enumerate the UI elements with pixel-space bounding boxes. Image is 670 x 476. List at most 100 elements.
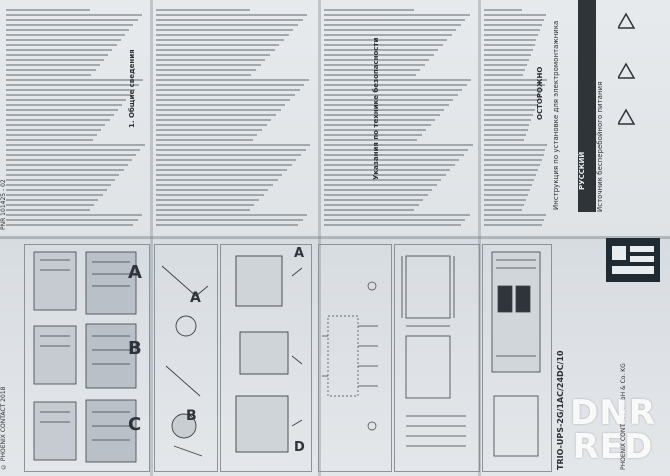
text-line xyxy=(324,189,432,191)
text-line xyxy=(324,184,437,186)
text-line xyxy=(156,104,286,106)
watermark-line: RED xyxy=(572,427,654,467)
text-line xyxy=(484,124,530,126)
text-line xyxy=(6,194,103,196)
text-line xyxy=(156,9,250,11)
document-code: PNR 101425 - 02 xyxy=(0,179,7,230)
text-line xyxy=(484,69,525,71)
text-column xyxy=(484,6,548,232)
text-line xyxy=(484,199,527,201)
text-line xyxy=(484,104,538,106)
text-line xyxy=(484,214,547,216)
text-line xyxy=(156,154,302,156)
text-line xyxy=(484,24,543,26)
text-line xyxy=(484,184,532,186)
text-line xyxy=(156,149,306,151)
text-line xyxy=(324,49,438,51)
language-band: РУССКИЙ xyxy=(578,0,596,212)
text-line xyxy=(156,209,250,211)
text-line xyxy=(324,9,414,11)
vertical-fold-line xyxy=(478,0,481,476)
text-line xyxy=(484,14,547,16)
text-line xyxy=(324,164,455,166)
text-column xyxy=(324,6,474,232)
text-line xyxy=(6,34,125,36)
text-line xyxy=(324,154,464,156)
text-line xyxy=(324,129,426,131)
text-line xyxy=(324,29,456,31)
text-line xyxy=(484,39,537,41)
text-line xyxy=(156,174,283,176)
text-line xyxy=(324,199,423,201)
vertical-fold-line xyxy=(150,0,153,476)
text-line xyxy=(484,159,542,161)
text-line xyxy=(324,194,428,196)
figure-label: A xyxy=(190,290,201,306)
text-line xyxy=(484,64,527,66)
text-line xyxy=(6,154,137,156)
text-line xyxy=(484,194,529,196)
text-line xyxy=(156,79,309,81)
figure-label: A xyxy=(128,262,142,283)
text-line xyxy=(324,24,461,26)
text-line xyxy=(324,149,468,151)
text-line xyxy=(6,144,145,146)
text-line xyxy=(6,49,113,51)
text-line xyxy=(484,119,532,121)
text-line xyxy=(484,174,536,176)
text-line xyxy=(484,9,523,11)
text-line xyxy=(156,89,300,91)
text-line xyxy=(484,19,545,21)
text-line xyxy=(484,44,535,46)
copyright-text: © PHOENIX CONTACT 2018 xyxy=(0,386,7,470)
text-line xyxy=(6,14,142,16)
text-line xyxy=(6,224,134,226)
text-line xyxy=(324,124,431,126)
text-line xyxy=(6,9,90,11)
text-line xyxy=(6,189,107,191)
text-line xyxy=(6,159,132,161)
mounting-drawings xyxy=(161,265,209,457)
text-line xyxy=(6,99,127,101)
text-line xyxy=(484,99,540,101)
section-title-general: 1. Общие сведения xyxy=(128,49,136,128)
text-line xyxy=(484,94,541,96)
text-line xyxy=(324,19,465,21)
text-line xyxy=(156,134,258,136)
text-line xyxy=(156,164,292,166)
text-line xyxy=(156,54,270,56)
text-line xyxy=(156,169,288,171)
figure-label: D xyxy=(294,440,305,455)
text-line xyxy=(484,224,543,226)
text-line xyxy=(324,89,462,91)
text-line xyxy=(324,59,429,61)
text-line xyxy=(324,174,446,176)
section-title-warning: ОСТОРОЖНО xyxy=(536,66,544,120)
text-line xyxy=(156,94,295,96)
text-line xyxy=(6,69,96,71)
text-line xyxy=(484,114,534,116)
figure-label: C xyxy=(128,414,142,435)
text-line xyxy=(156,219,303,221)
text-line xyxy=(324,94,458,96)
text-line xyxy=(484,149,546,151)
text-line xyxy=(156,139,253,141)
text-line xyxy=(156,44,280,46)
text-line xyxy=(324,109,444,111)
text-line xyxy=(484,74,524,76)
text-line xyxy=(6,199,99,201)
device-drawings xyxy=(33,251,137,463)
text-line xyxy=(156,39,284,41)
text-line xyxy=(156,49,275,51)
circuit-panel xyxy=(318,244,392,472)
text-line xyxy=(156,224,298,226)
text-line xyxy=(6,44,117,46)
text-line xyxy=(156,109,281,111)
text-line xyxy=(156,189,269,191)
text-line xyxy=(6,219,138,221)
text-column xyxy=(6,6,146,232)
header-subtitle: Инструкция по установке для электромонта… xyxy=(552,20,560,210)
text-line xyxy=(484,34,539,36)
text-line xyxy=(6,114,114,116)
